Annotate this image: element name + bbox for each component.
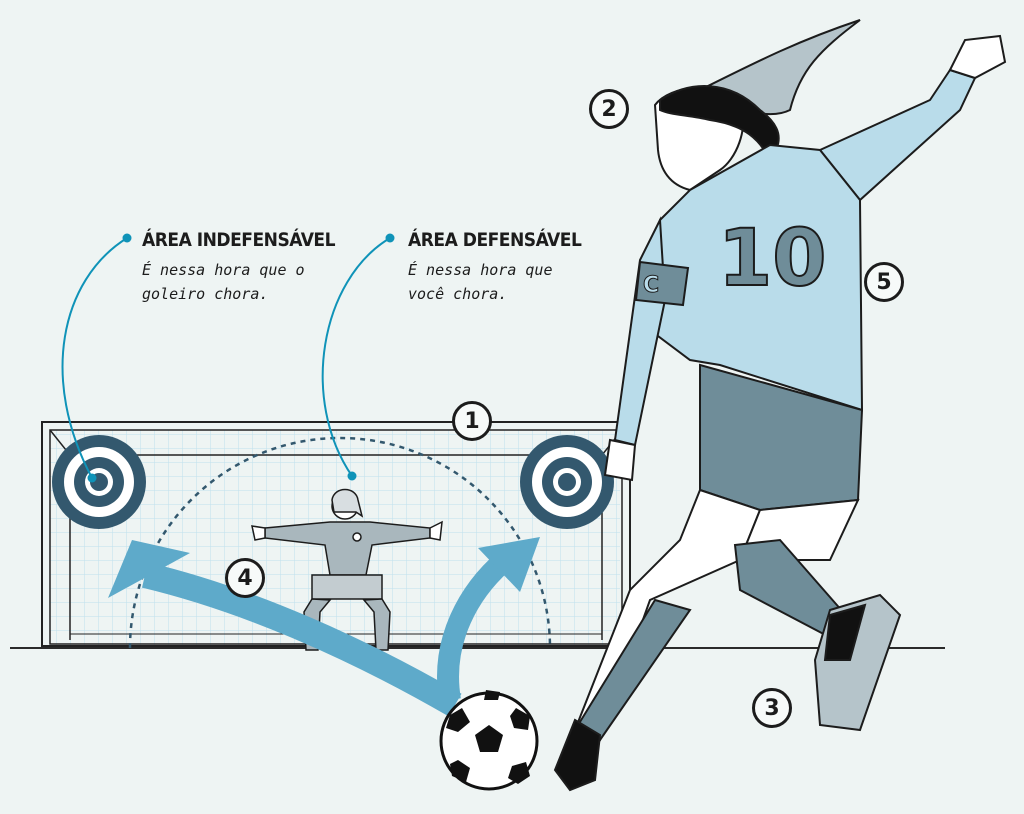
marker-2: 2 <box>589 89 629 129</box>
captain-armband-letter: C <box>643 273 659 298</box>
defendable-area-description: É nessa hora que você chora. <box>408 261 553 303</box>
target-left-icon <box>52 435 146 529</box>
marker-3: 3 <box>752 688 792 728</box>
jersey-number: 10 <box>718 214 827 304</box>
arrow-right-shot <box>437 551 513 702</box>
defendable-area-title: ÁREA DEFENSÁVEL <box>408 229 582 251</box>
marker-5: 5 <box>864 262 904 302</box>
undefendable-area-title: ÁREA INDEFENSÁVEL <box>142 229 336 251</box>
player-figure: 10 C <box>553 19 1007 792</box>
undefendable-area-description: É nessa hora que o goleiro chora. <box>142 261 305 303</box>
arrow-left-shot <box>141 562 462 717</box>
callout-line-defendable <box>321 237 391 477</box>
marker-1: 1 <box>452 401 492 441</box>
target-right-icon <box>520 435 614 529</box>
callout-line-undefendable <box>61 237 128 479</box>
marker-4: 4 <box>225 558 265 598</box>
soccer-ball-icon <box>439 690 539 791</box>
